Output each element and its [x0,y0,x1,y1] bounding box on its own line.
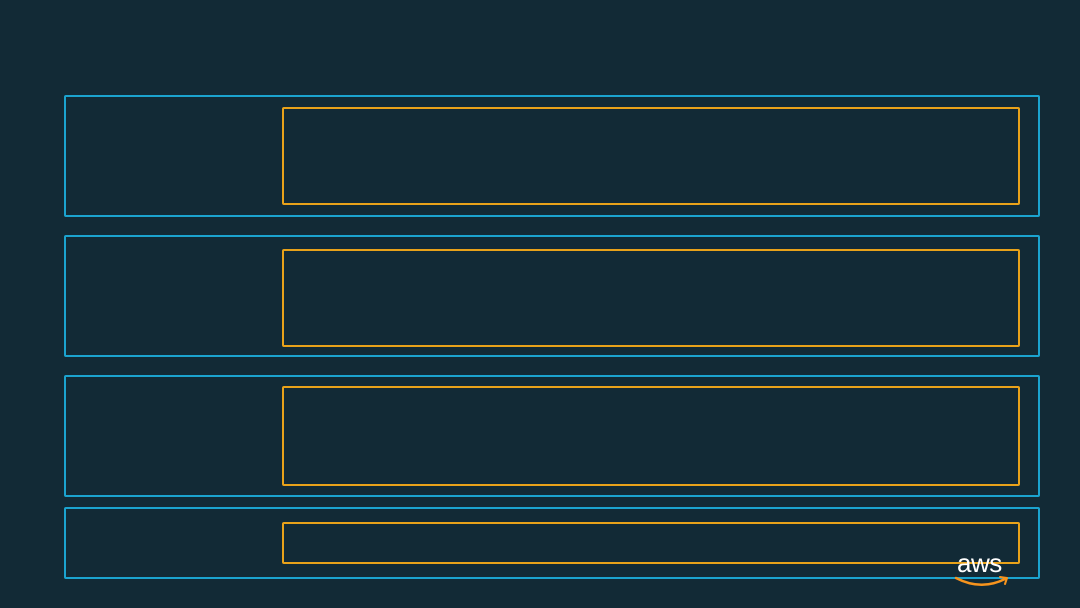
aws-smile-icon [954,576,1008,586]
slide-row-3 [64,375,1040,497]
aws-logo: aws [953,548,1013,590]
aws-logo-text: aws [957,548,1002,578]
row-content-box [282,107,1020,205]
slide-row-4 [64,507,1040,579]
row-content-box [282,522,1020,564]
row-content-box [282,249,1020,347]
row-content-box [282,386,1020,486]
slide-row-1 [64,95,1040,217]
slide-row-2 [64,235,1040,357]
